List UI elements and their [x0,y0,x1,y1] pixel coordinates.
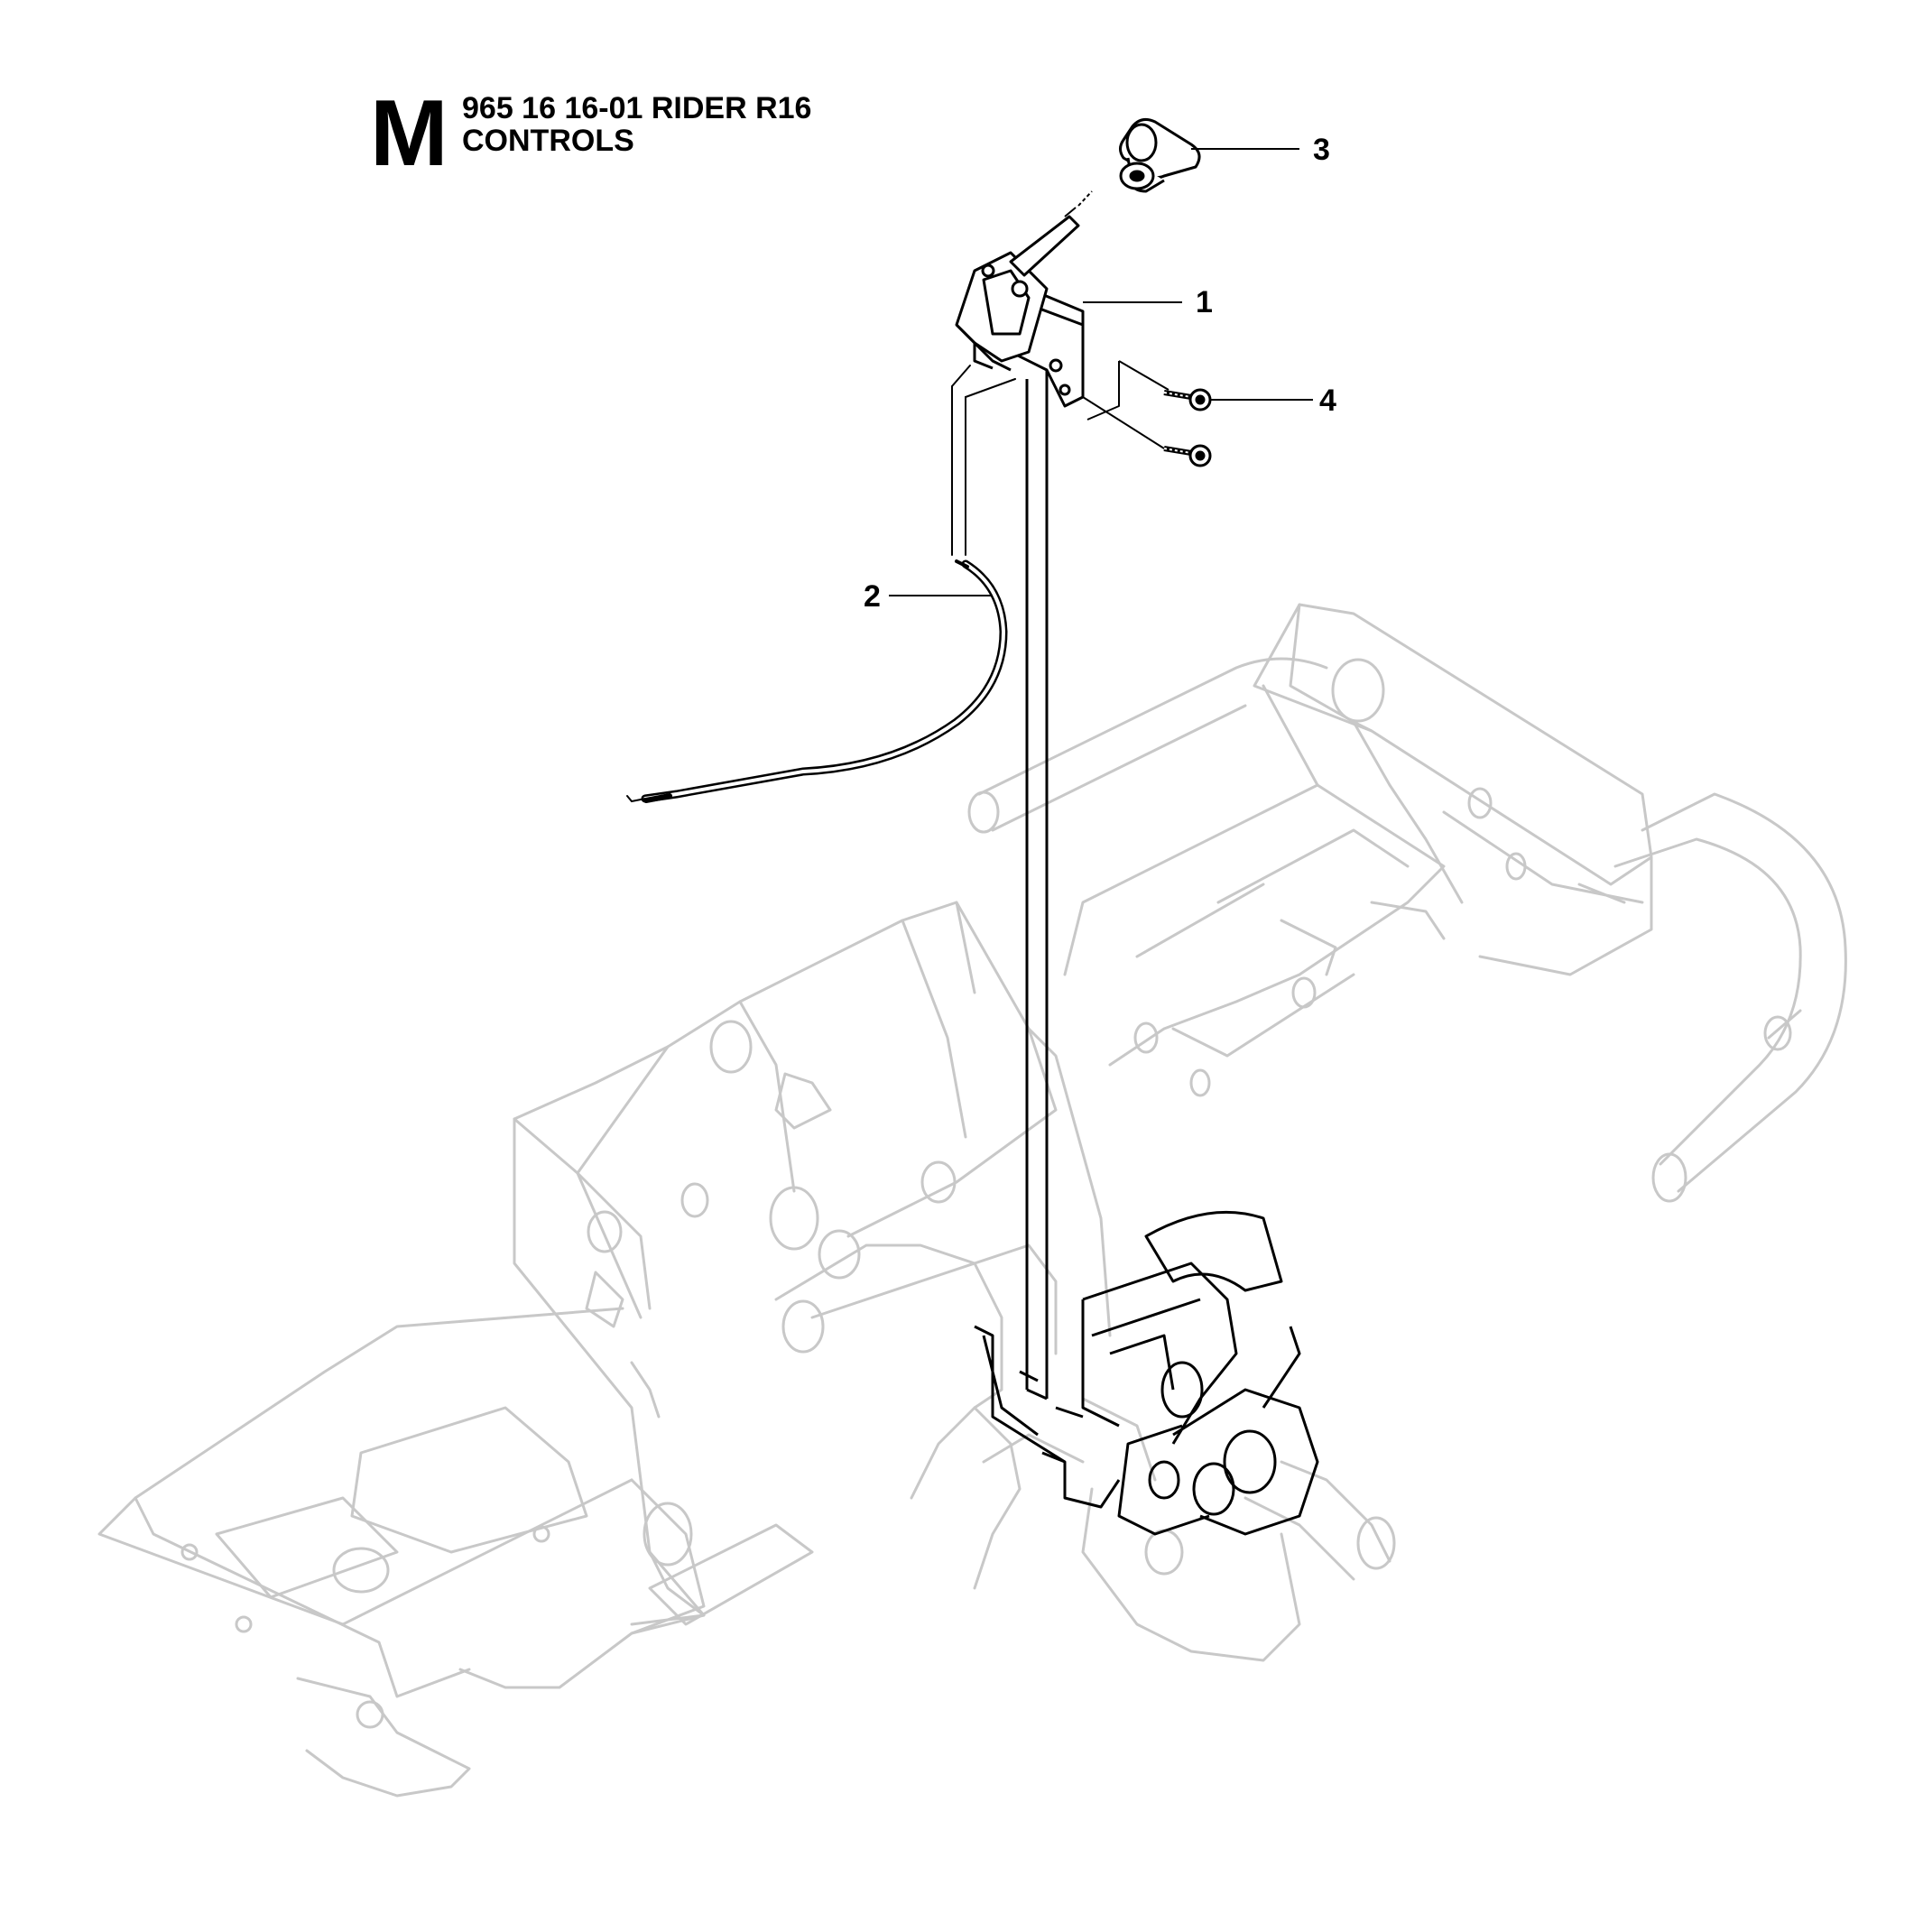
control-knob [1119,117,1299,193]
callout-4: 4 [1319,384,1336,418]
chassis-frame [97,603,1847,1798]
diagram-subtitle: CONTROLS [462,124,634,158]
callout-2: 2 [864,579,881,614]
section-letter: M [370,81,448,186]
bolts [1082,360,1313,467]
diagram-title: 965 16 16-01 RIDER R16 [462,91,812,125]
front-axle-casting [974,1210,1319,1536]
throttle-cable [626,365,1016,803]
callout-3: 3 [1313,133,1330,167]
control-bracket [955,190,1182,1400]
callout-1: 1 [1196,285,1213,319]
